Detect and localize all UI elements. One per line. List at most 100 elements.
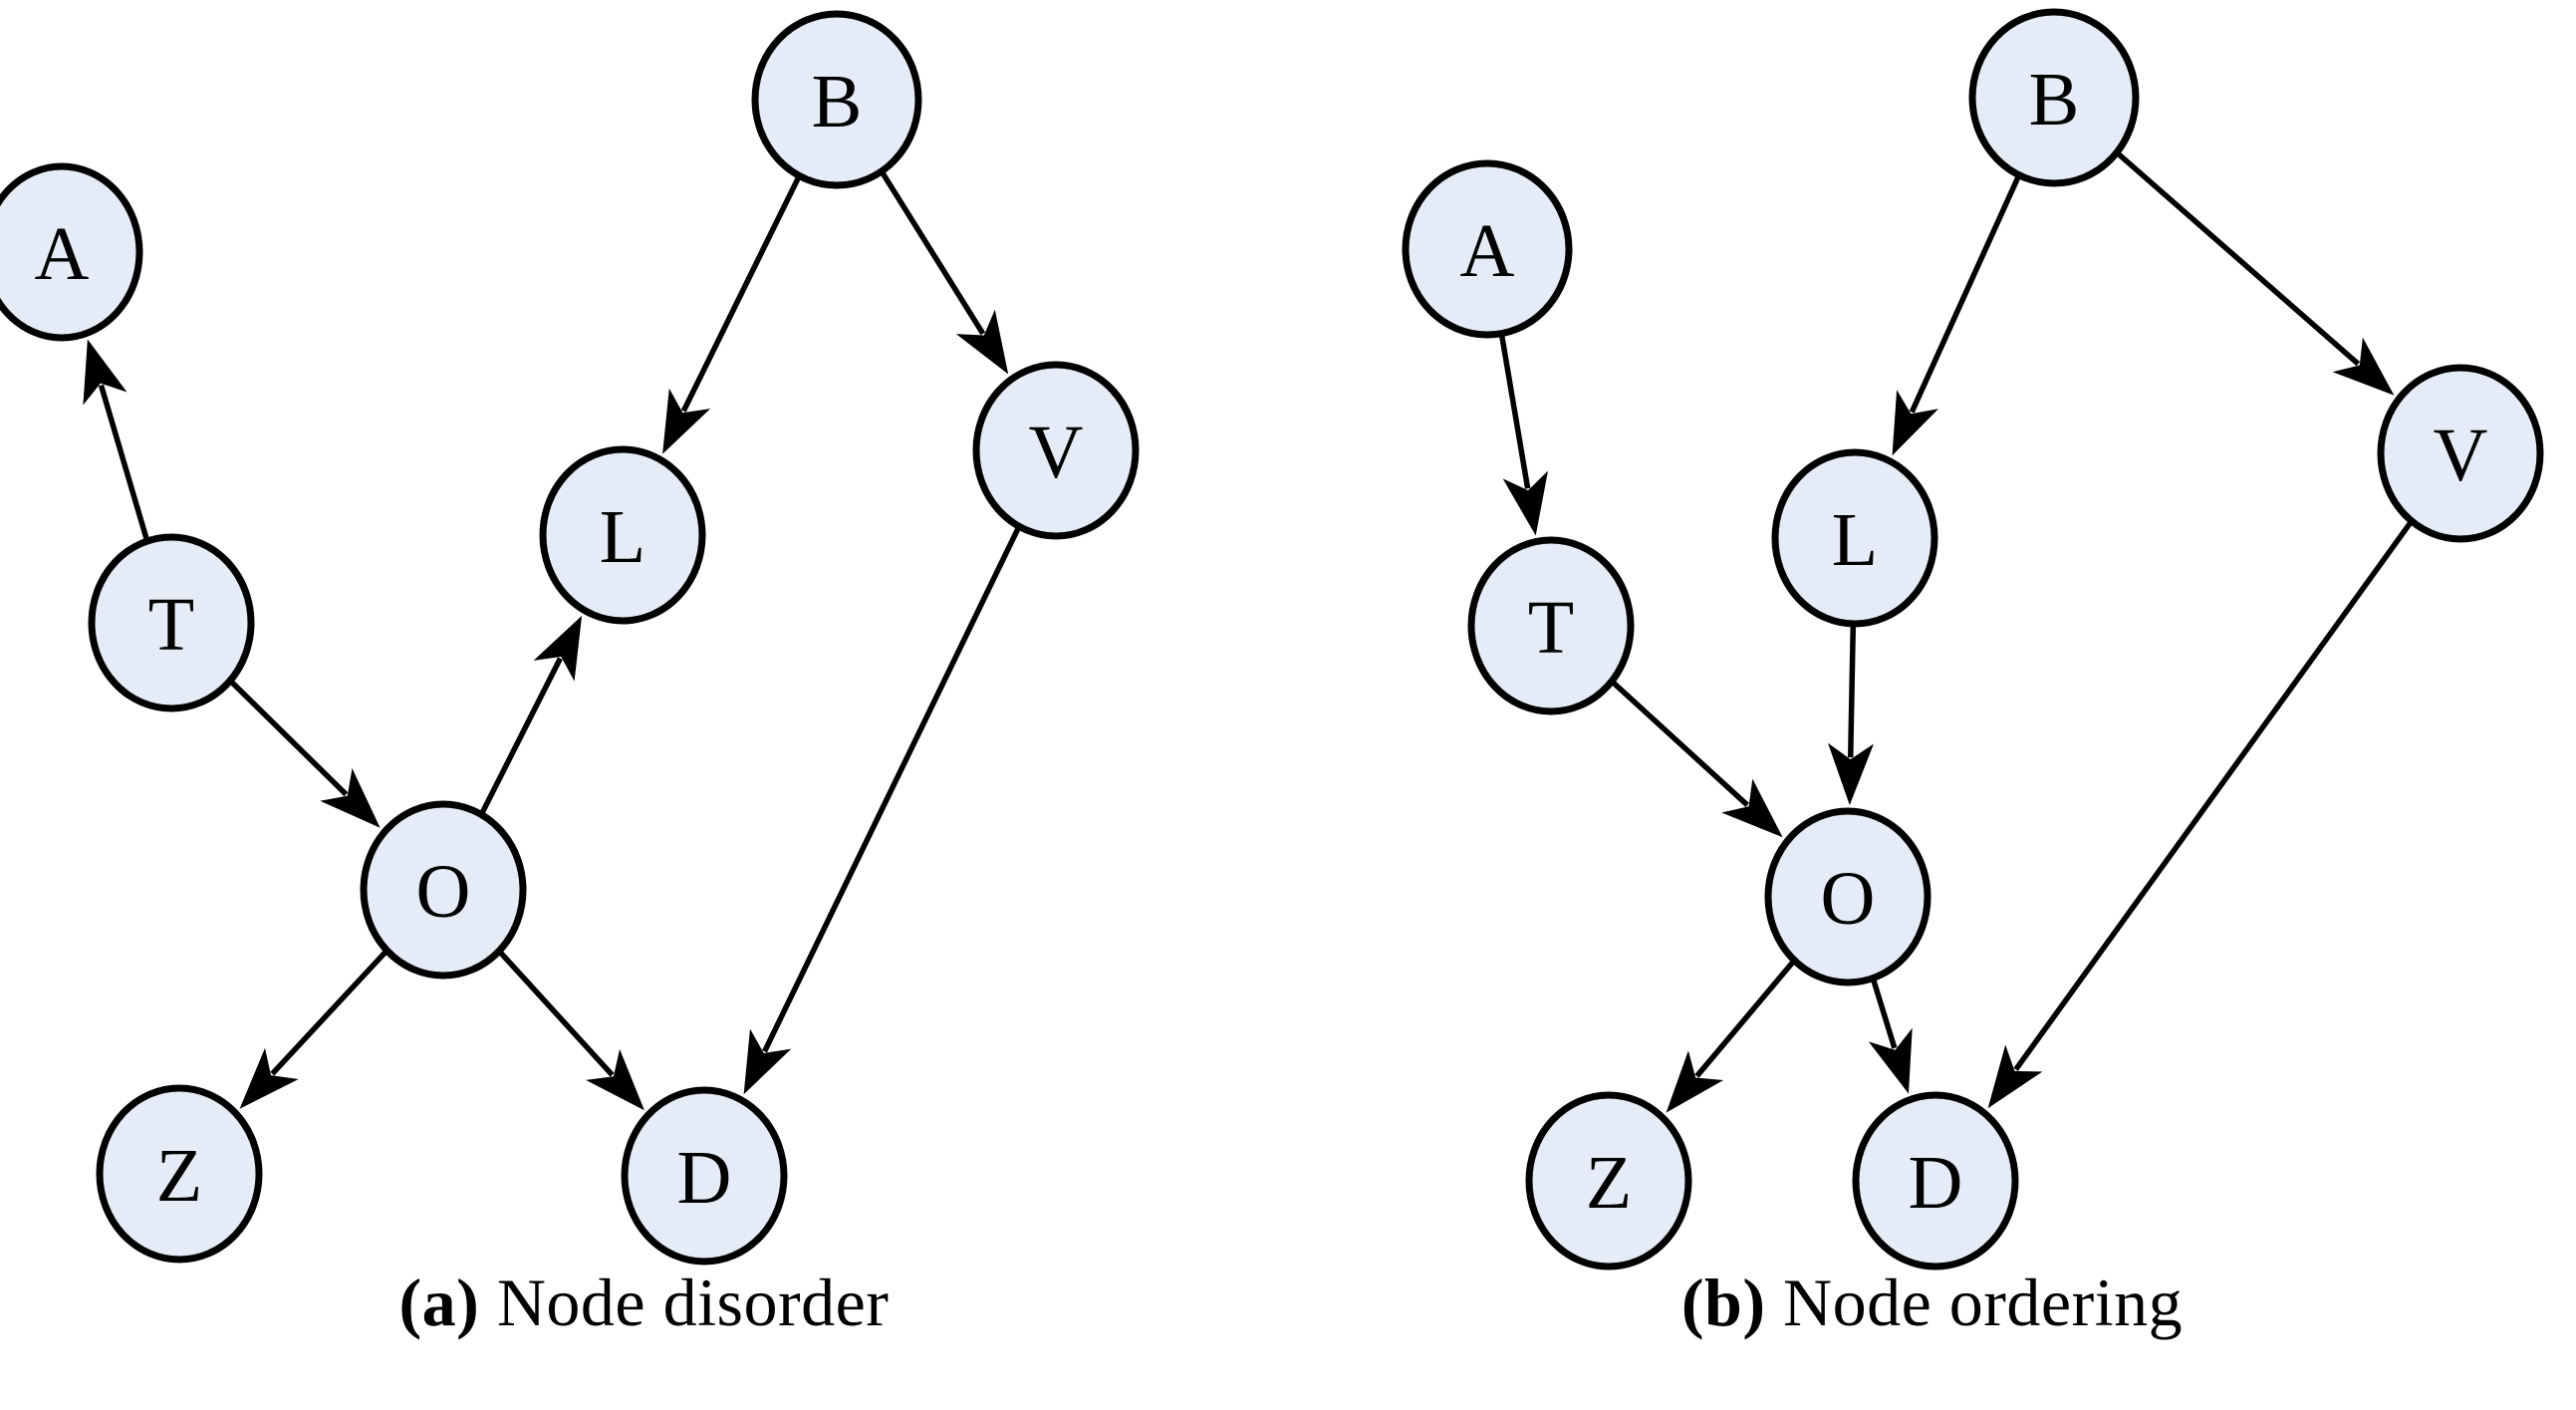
- node-label: L: [600, 495, 645, 579]
- graph-edge-o-to-z: [239, 948, 389, 1109]
- edge-arrowhead: [1828, 742, 1874, 805]
- node-label: B: [812, 60, 863, 143]
- edge-arrowhead: [2332, 337, 2395, 396]
- graph-edge-o-to-d: [1868, 977, 1913, 1094]
- edge-line: [680, 174, 802, 413]
- edge-line: [496, 949, 615, 1077]
- graph-edge-o-to-z: [1666, 958, 1797, 1113]
- graph-node-disorder: A B V L T O Z D: [0, 10, 1140, 1266]
- caption-b-tag: (b): [1680, 1265, 1766, 1340]
- node-label: T: [148, 583, 194, 667]
- graph-node-d[interactable]: D: [1852, 1091, 2019, 1270]
- edge-arrowhead: [662, 388, 711, 454]
- edge-arrowhead: [586, 1048, 644, 1111]
- node-label: O: [416, 850, 471, 934]
- edge-line: [879, 169, 986, 336]
- graph-node-l[interactable]: L: [1771, 448, 1938, 628]
- graph-edge-o-to-l: [478, 615, 583, 816]
- node-label: L: [1832, 498, 1878, 582]
- nodes-layer: A B V L T O Z D: [0, 10, 1140, 1266]
- graph-node-z[interactable]: Z: [1525, 1091, 1692, 1270]
- graph-node-t[interactable]: T: [1467, 536, 1635, 715]
- graph-node-a[interactable]: A: [0, 162, 143, 342]
- node-label: O: [1821, 857, 1876, 941]
- graph-edge-l-to-o: [1828, 623, 1874, 805]
- node-circle: [1467, 536, 1635, 715]
- edge-arrowhead: [1666, 1050, 1724, 1113]
- graph-node-v[interactable]: V: [2377, 364, 2544, 543]
- node-label: A: [35, 212, 90, 296]
- node-label: B: [2029, 58, 2080, 141]
- edge-line: [228, 679, 349, 797]
- edge-line: [1870, 977, 1898, 1049]
- graph-node-b[interactable]: B: [1968, 8, 2140, 187]
- node-circle: [2377, 364, 2544, 543]
- edge-arrowhead: [955, 309, 1009, 375]
- node-circle: [972, 361, 1140, 540]
- graph-edge-t-to-o: [1610, 679, 1783, 838]
- edge-arrowhead: [1721, 778, 1783, 838]
- edge-arrowhead: [1892, 390, 1938, 456]
- node-circle: [1771, 448, 1938, 628]
- edge-arrowhead: [1502, 470, 1548, 536]
- graph-node-o[interactable]: O: [1764, 807, 1932, 987]
- node-label: A: [1460, 209, 1515, 293]
- node-circle: [96, 1084, 263, 1264]
- graph-node-d[interactable]: D: [621, 1086, 788, 1266]
- edge-arrowhead: [1868, 1027, 1913, 1094]
- node-circle: [1968, 8, 2140, 187]
- graph-node-b[interactable]: B: [751, 10, 922, 189]
- node-circle: [1764, 807, 1932, 987]
- graph-node-z[interactable]: Z: [96, 1084, 263, 1264]
- edge-line: [1909, 173, 2022, 414]
- graph-edge-a-to-t: [1498, 333, 1548, 536]
- node-circle: [1402, 159, 1573, 339]
- graph-node-ordering: A B V L T O Z D: [1402, 8, 2544, 1270]
- edge-arrowhead: [320, 768, 381, 828]
- graph-node-o[interactable]: O: [360, 800, 527, 980]
- node-label: V: [1029, 411, 1084, 494]
- caption-a-tag: (a): [398, 1265, 480, 1340]
- graph-node-t[interactable]: T: [88, 533, 255, 712]
- edge-line: [2013, 519, 2415, 1071]
- node-circle: [88, 533, 255, 712]
- node-label: D: [1909, 1141, 1963, 1225]
- graph-node-l[interactable]: L: [539, 445, 706, 625]
- edge-line: [1610, 679, 1749, 807]
- graph-node-a[interactable]: A: [1402, 159, 1573, 339]
- graph-edge-b-to-v: [2115, 150, 2395, 396]
- edge-arrowhead: [1987, 1044, 2043, 1109]
- caption-b: (b) Node ordering: [1288, 1264, 2576, 1342]
- graph-edge-b-to-v: [879, 169, 1009, 375]
- caption-a-text: Node disorder: [479, 1265, 890, 1340]
- graph-edge-t-to-a: [83, 339, 150, 542]
- node-circle: [1525, 1091, 1692, 1270]
- graph-node-v[interactable]: V: [972, 361, 1140, 540]
- node-label: V: [2434, 414, 2488, 497]
- edge-arrowhead: [83, 339, 128, 406]
- panel-node-ordering: A B V L T O Z D (b) Node ordering: [1288, 0, 2576, 1410]
- node-circle: [539, 445, 706, 625]
- graph-edge-o-to-d: [496, 949, 644, 1111]
- edge-arrowhead: [239, 1047, 299, 1109]
- nodes-layer: A B V L T O Z D: [1402, 8, 2544, 1270]
- edge-line: [762, 525, 1022, 1053]
- edge-arrowhead: [743, 1028, 792, 1095]
- caption-b-text: Node ordering: [1765, 1265, 2184, 1340]
- node-label: Z: [156, 1134, 202, 1218]
- node-circle: [360, 800, 527, 980]
- node-circle: [621, 1086, 788, 1266]
- edge-arrowhead: [533, 615, 583, 682]
- node-circle: [1852, 1091, 2019, 1270]
- edge-line: [1694, 958, 1797, 1078]
- node-circle: [751, 10, 922, 189]
- edge-line: [270, 948, 389, 1076]
- graph-edge-b-to-l: [1892, 173, 2022, 456]
- edge-line: [98, 384, 150, 542]
- edges-layer: [83, 169, 1022, 1111]
- graph-edge-v-to-d: [743, 525, 1022, 1095]
- node-label: T: [1528, 586, 1574, 670]
- edge-line: [1498, 333, 1531, 489]
- graph-edge-t-to-o: [228, 679, 381, 828]
